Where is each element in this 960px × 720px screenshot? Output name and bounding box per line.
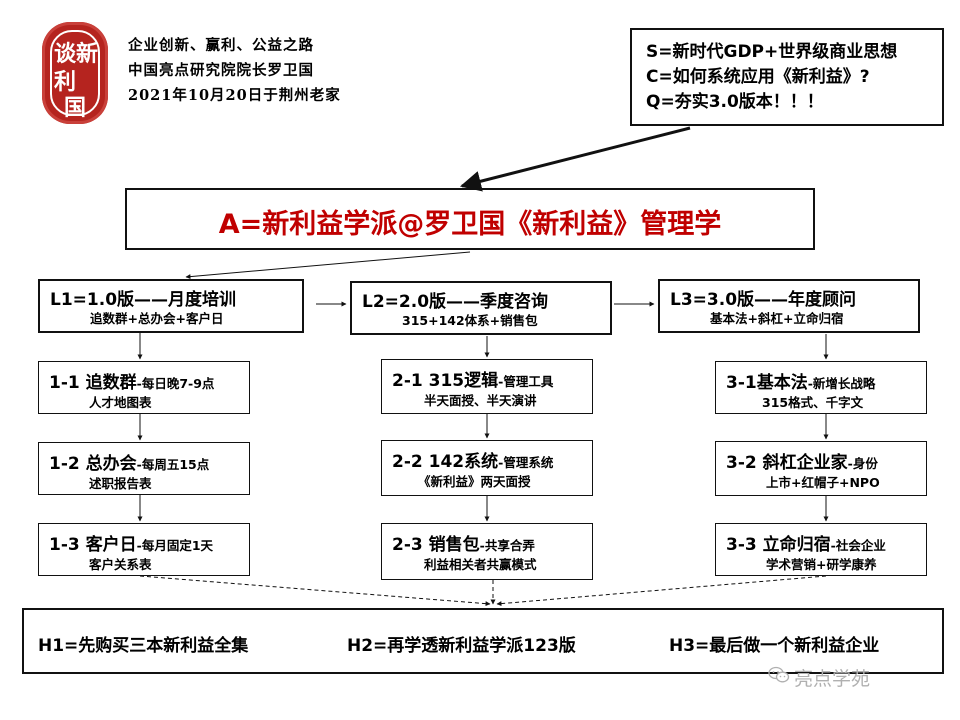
main-answer-box: A=新利益学派@罗卫国《新利益》管理学 [125,188,815,250]
watermark-text: 亮点学苑 [794,668,871,690]
item-box-3-2: 3-2 斜杠企业家-身份 上市+红帽子+NPO [715,441,927,496]
item-subtitle: 客户关系表 [89,557,152,572]
item-title: 1-3 客户日 [49,535,137,555]
item-subtitle: 《新利益》两天面授 [418,474,531,489]
hypothesis-h1: H1=先购买三本新利益全集 [38,636,249,656]
seal-char: 新 [76,41,99,67]
item-title: 2-2 142系统 [392,452,499,472]
item-box-2-1: 2-1 315逻辑-管理工具 半天面授、半天演讲 [381,359,593,414]
item-note: -每周五15点 [136,457,210,472]
item-note: -管理系统 [498,455,554,470]
arrow-main-to-l1 [185,251,471,280]
item-note: -每日晚7-9点 [136,376,215,391]
item-subtitle: 人才地图表 [89,395,152,410]
dashed-arrow-col3 [496,575,827,607]
item-box-3-1: 3-1基本法-新增长战略 315格式、千字文 [715,361,927,414]
item-title: 1-2 总办会 [49,454,137,474]
item-box-1-2: 1-2 总办会-每周五15点 述职报告表 [38,442,250,495]
item-title: 3-2 斜杠企业家 [726,453,848,473]
level-title: L1=1.0版——月度培训 [50,290,237,310]
item-title: 1-1 追数群 [49,373,137,393]
item-title: 2-3 销售包 [392,535,480,555]
header-line-1: 企业创新、赢利、公益之路 [128,37,314,54]
scq-question: Q=夯实3.0版本！！！ [646,92,824,112]
item-subtitle: 述职报告表 [89,476,152,491]
wechat-icon [768,666,790,683]
seal-char: 国 [64,95,87,121]
scq-complication: C=如何系统应用《新利益》? [646,67,870,87]
item-title: 2-1 315逻辑 [392,371,499,391]
level-box-l3: L3=3.0版——年度顾问 基本法+斜杠+立命归宿 [658,279,920,333]
item-subtitle: 学术营销+研学康养 [766,557,877,572]
item-box-2-2: 2-2 142系统-管理系统 《新利益》两天面授 [381,440,593,496]
level-box-l2: L2=2.0版——季度咨询 315+142体系+销售包 [350,281,612,335]
item-title: 3-3 立命归宿 [726,535,831,555]
seal-char: 利 [54,69,77,95]
item-box-2-3: 2-3 销售包-共享合弄 利益相关者共赢模式 [381,523,593,580]
hypothesis-h2: H2=再学透新利益学派123版 [347,636,576,656]
level-title: L3=3.0版——年度顾问 [670,290,857,310]
scq-box: S=新时代GDP+世界级商业思想 C=如何系统应用《新利益》? Q=夯实3.0版… [630,28,944,126]
item-note: -共享合弄 [479,538,535,553]
level-box-l1: L1=1.0版——月度培训 追数群+总办会+客户日 [38,279,304,333]
hypothesis-box: H1=先购买三本新利益全集 H2=再学透新利益学派123版 H3=最后做一个新利… [22,608,944,674]
level-subtitle: 315+142体系+销售包 [402,313,538,328]
main-title: A=新利益学派@罗卫国《新利益》管理学 [218,209,722,240]
item-note: -身份 [847,456,878,471]
header-line-2: 中国亮点研究院院长罗卫国 [128,62,314,79]
item-note: -管理工具 [498,374,554,389]
item-note: -每月固定1天 [136,538,214,553]
item-box-3-3: 3-3 立命归宿-社会企业 学术营销+研学康养 [715,523,927,576]
level-title: L2=2.0版——季度咨询 [362,292,549,312]
seal-logo: 谈 新 利 国 [42,22,108,124]
header-line-3: 2021年10月20日于荆州老家 [128,87,341,104]
item-subtitle: 半天面授、半天演讲 [424,393,537,408]
hypothesis-h3: H3=最后做一个新利益企业 [669,636,880,656]
item-note: -社会企业 [830,538,886,553]
scq-situation: S=新时代GDP+世界级商业思想 [646,42,898,62]
item-subtitle: 利益相关者共赢模式 [424,557,537,572]
item-subtitle: 315格式、千字文 [762,395,864,410]
item-note: -新增长战略 [807,376,876,391]
level-subtitle: 基本法+斜杠+立命归宿 [710,311,844,326]
item-subtitle: 上市+红帽子+NPO [766,475,880,490]
item-title: 3-1基本法 [726,373,808,393]
item-box-1-3: 1-3 客户日-每月固定1天 客户关系表 [38,523,250,576]
item-box-1-1: 1-1 追数群-每日晚7-9点 人才地图表 [38,361,250,414]
seal-char: 谈 [54,41,77,67]
dashed-arrow-col1 [139,575,491,607]
arrow-scq-to-main [459,126,691,192]
level-subtitle: 追数群+总办会+客户日 [90,311,224,326]
